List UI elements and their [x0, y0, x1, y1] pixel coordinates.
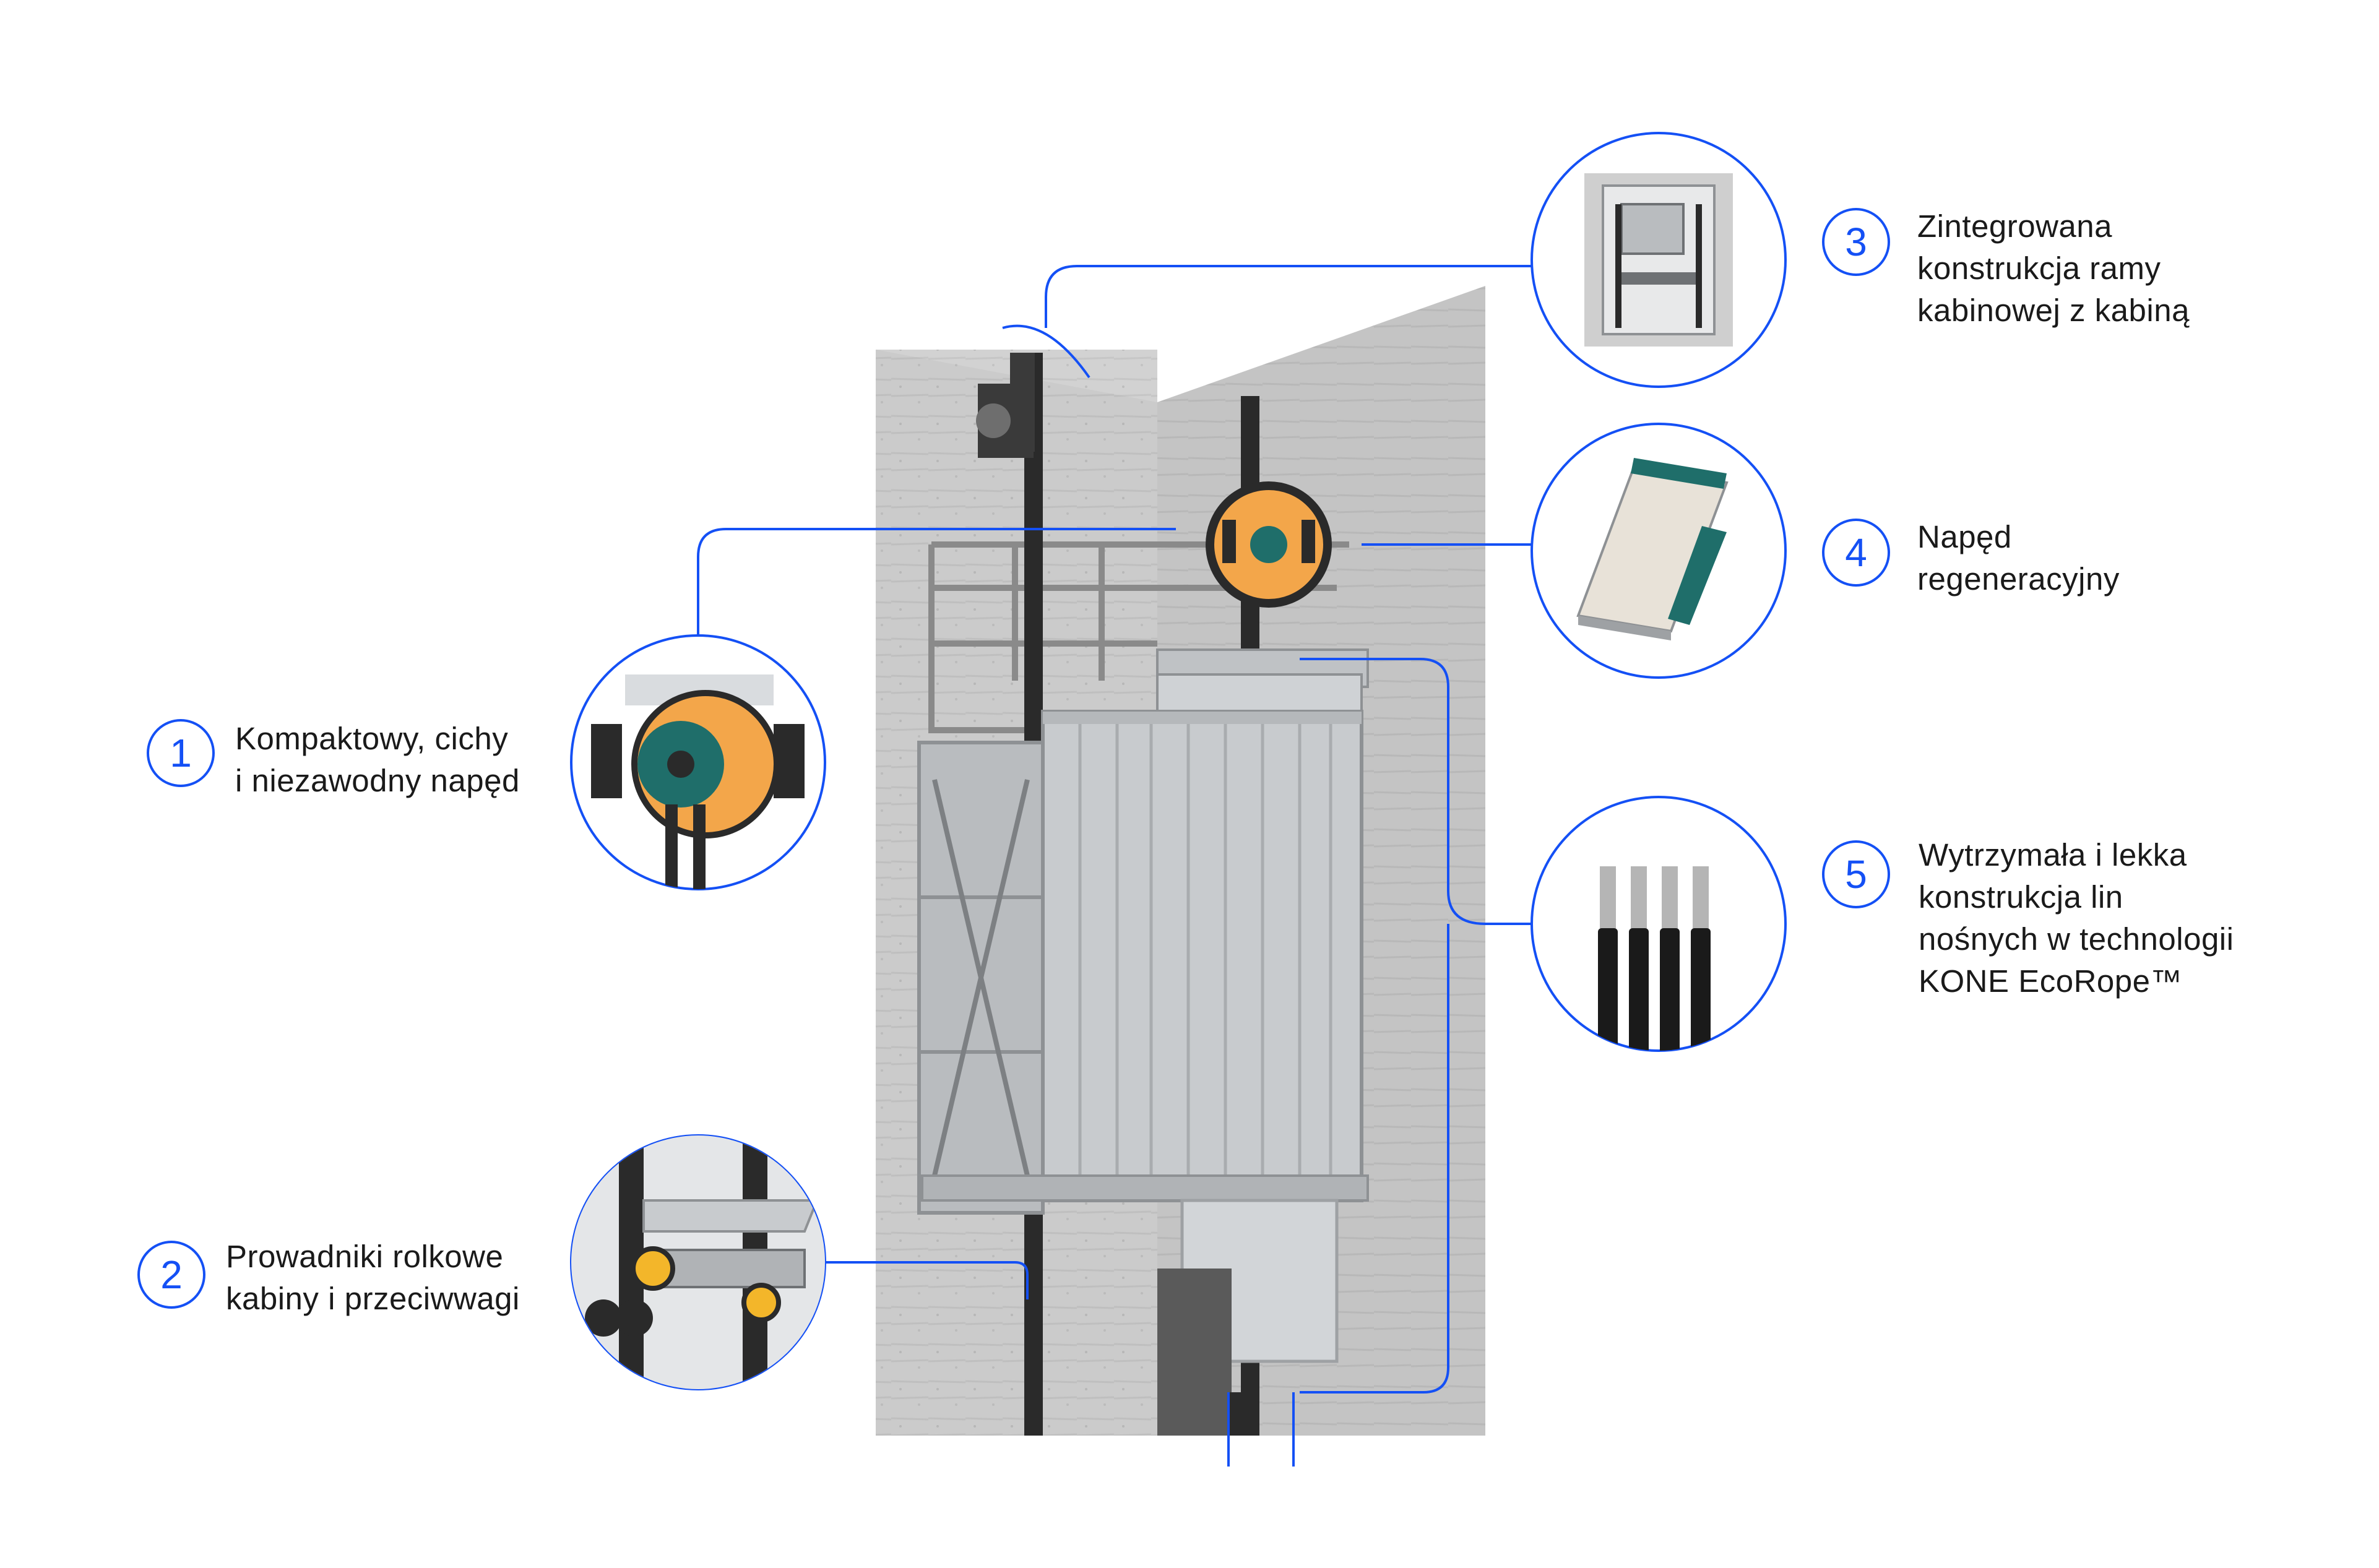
- top-pulley: [976, 384, 1034, 458]
- leader-lines: [697, 265, 1532, 1467]
- callout-line: konstrukcja ramy: [1917, 251, 2161, 286]
- callout-line: Kompaktowy, cichy: [235, 721, 509, 756]
- callout-line: Wytrzymała i lekka: [1919, 837, 2187, 872]
- callout-number: 4: [1822, 519, 1890, 587]
- regenerative-drive-icon: [1576, 458, 1729, 640]
- callout-label: Prowadniki rolkowe kabiny i przeciwwagi: [226, 1236, 520, 1320]
- car-body: [1041, 710, 1363, 1202]
- callout-number: 2: [137, 1241, 205, 1309]
- callout-line: i niezawodny napęd: [235, 763, 520, 798]
- detail-circle-roller-guides: [570, 1134, 826, 1390]
- callout-line: Napęd: [1917, 519, 2012, 554]
- detail-circle-ecorope: [1531, 796, 1787, 1052]
- ecorope-icon: [1598, 866, 1711, 1051]
- hoisting-machine: [1206, 481, 1332, 608]
- callout-line: regeneracyjny: [1917, 561, 2120, 597]
- callout-label: Wytrzymała i lekka konstrukcja lin nośny…: [1919, 834, 2234, 1002]
- callout-line: nośnych w technologii: [1919, 921, 2234, 957]
- callout-line: KONE EcoRope™: [1919, 963, 2183, 999]
- callout-label: Kompaktowy, cichy i niezawodny napęd: [235, 718, 520, 802]
- counterweight: [917, 741, 1045, 1215]
- callout-line: Zintegrowana: [1917, 209, 2113, 244]
- callout-line: kabiny i przeciwwagi: [226, 1281, 520, 1316]
- detail-circle-drive: [570, 634, 826, 890]
- callout-line: kabinowej z kabiną: [1917, 293, 2190, 328]
- callout-number: 5: [1822, 840, 1890, 908]
- drive-machine-icon: [591, 674, 805, 889]
- callout-line: Prowadniki rolkowe: [226, 1239, 504, 1274]
- elevator-car: [921, 710, 1369, 1363]
- callout-number: 1: [147, 719, 215, 787]
- callout-label: Napęd regeneracyjny: [1917, 516, 2120, 600]
- roller-guide-icon: [571, 1135, 825, 1389]
- callout-line: konstrukcja lin: [1919, 879, 2123, 915]
- callout-label: Zintegrowana konstrukcja ramy kabinowej …: [1917, 205, 2190, 332]
- detail-circle-car-frame: [1531, 132, 1787, 388]
- detail-circle-regen-drive: [1531, 423, 1787, 679]
- car-frame-icon: [1584, 173, 1733, 347]
- callout-number: 3: [1822, 208, 1890, 276]
